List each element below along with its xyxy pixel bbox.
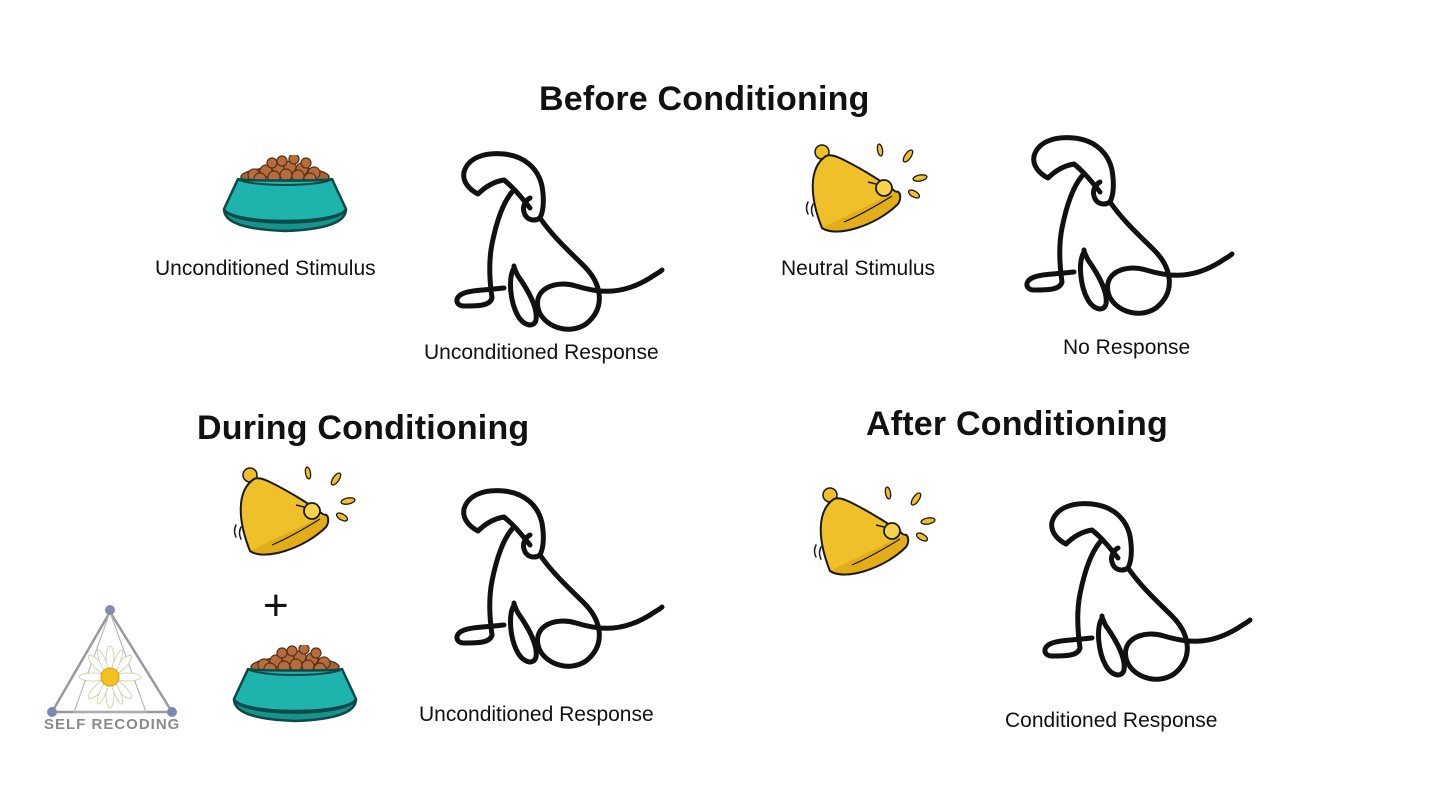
self-recoding-logo: SELF RECODING xyxy=(40,600,190,740)
logo-text: SELF RECODING xyxy=(44,716,181,733)
unconditioned-stimulus-label: Unconditioned Stimulus xyxy=(155,257,376,280)
dog-icon xyxy=(1022,132,1242,322)
dog-icon xyxy=(452,148,672,338)
plus-sign: + xyxy=(263,581,289,630)
unconditioned-response-during-label: Unconditioned Response xyxy=(419,703,654,726)
daisy-triangle-logo xyxy=(47,605,177,717)
conditioned-response-label: Conditioned Response xyxy=(1005,709,1218,732)
food-bowl-icon xyxy=(230,645,360,725)
unconditioned-response-label: Unconditioned Response xyxy=(424,341,659,364)
dog-icon xyxy=(452,485,672,675)
bell-icon xyxy=(232,465,362,565)
during-conditioning-heading: During Conditioning xyxy=(197,409,530,447)
neutral-stimulus-label: Neutral Stimulus xyxy=(781,257,936,280)
before-conditioning-heading: Before Conditioning xyxy=(539,80,870,118)
after-conditioning-heading: After Conditioning xyxy=(866,405,1168,443)
food-bowl-icon xyxy=(220,155,350,235)
dog-icon xyxy=(1040,498,1260,688)
bell-icon xyxy=(812,485,942,585)
no-response-label: No Response xyxy=(1063,336,1191,359)
bell-icon xyxy=(804,142,934,242)
